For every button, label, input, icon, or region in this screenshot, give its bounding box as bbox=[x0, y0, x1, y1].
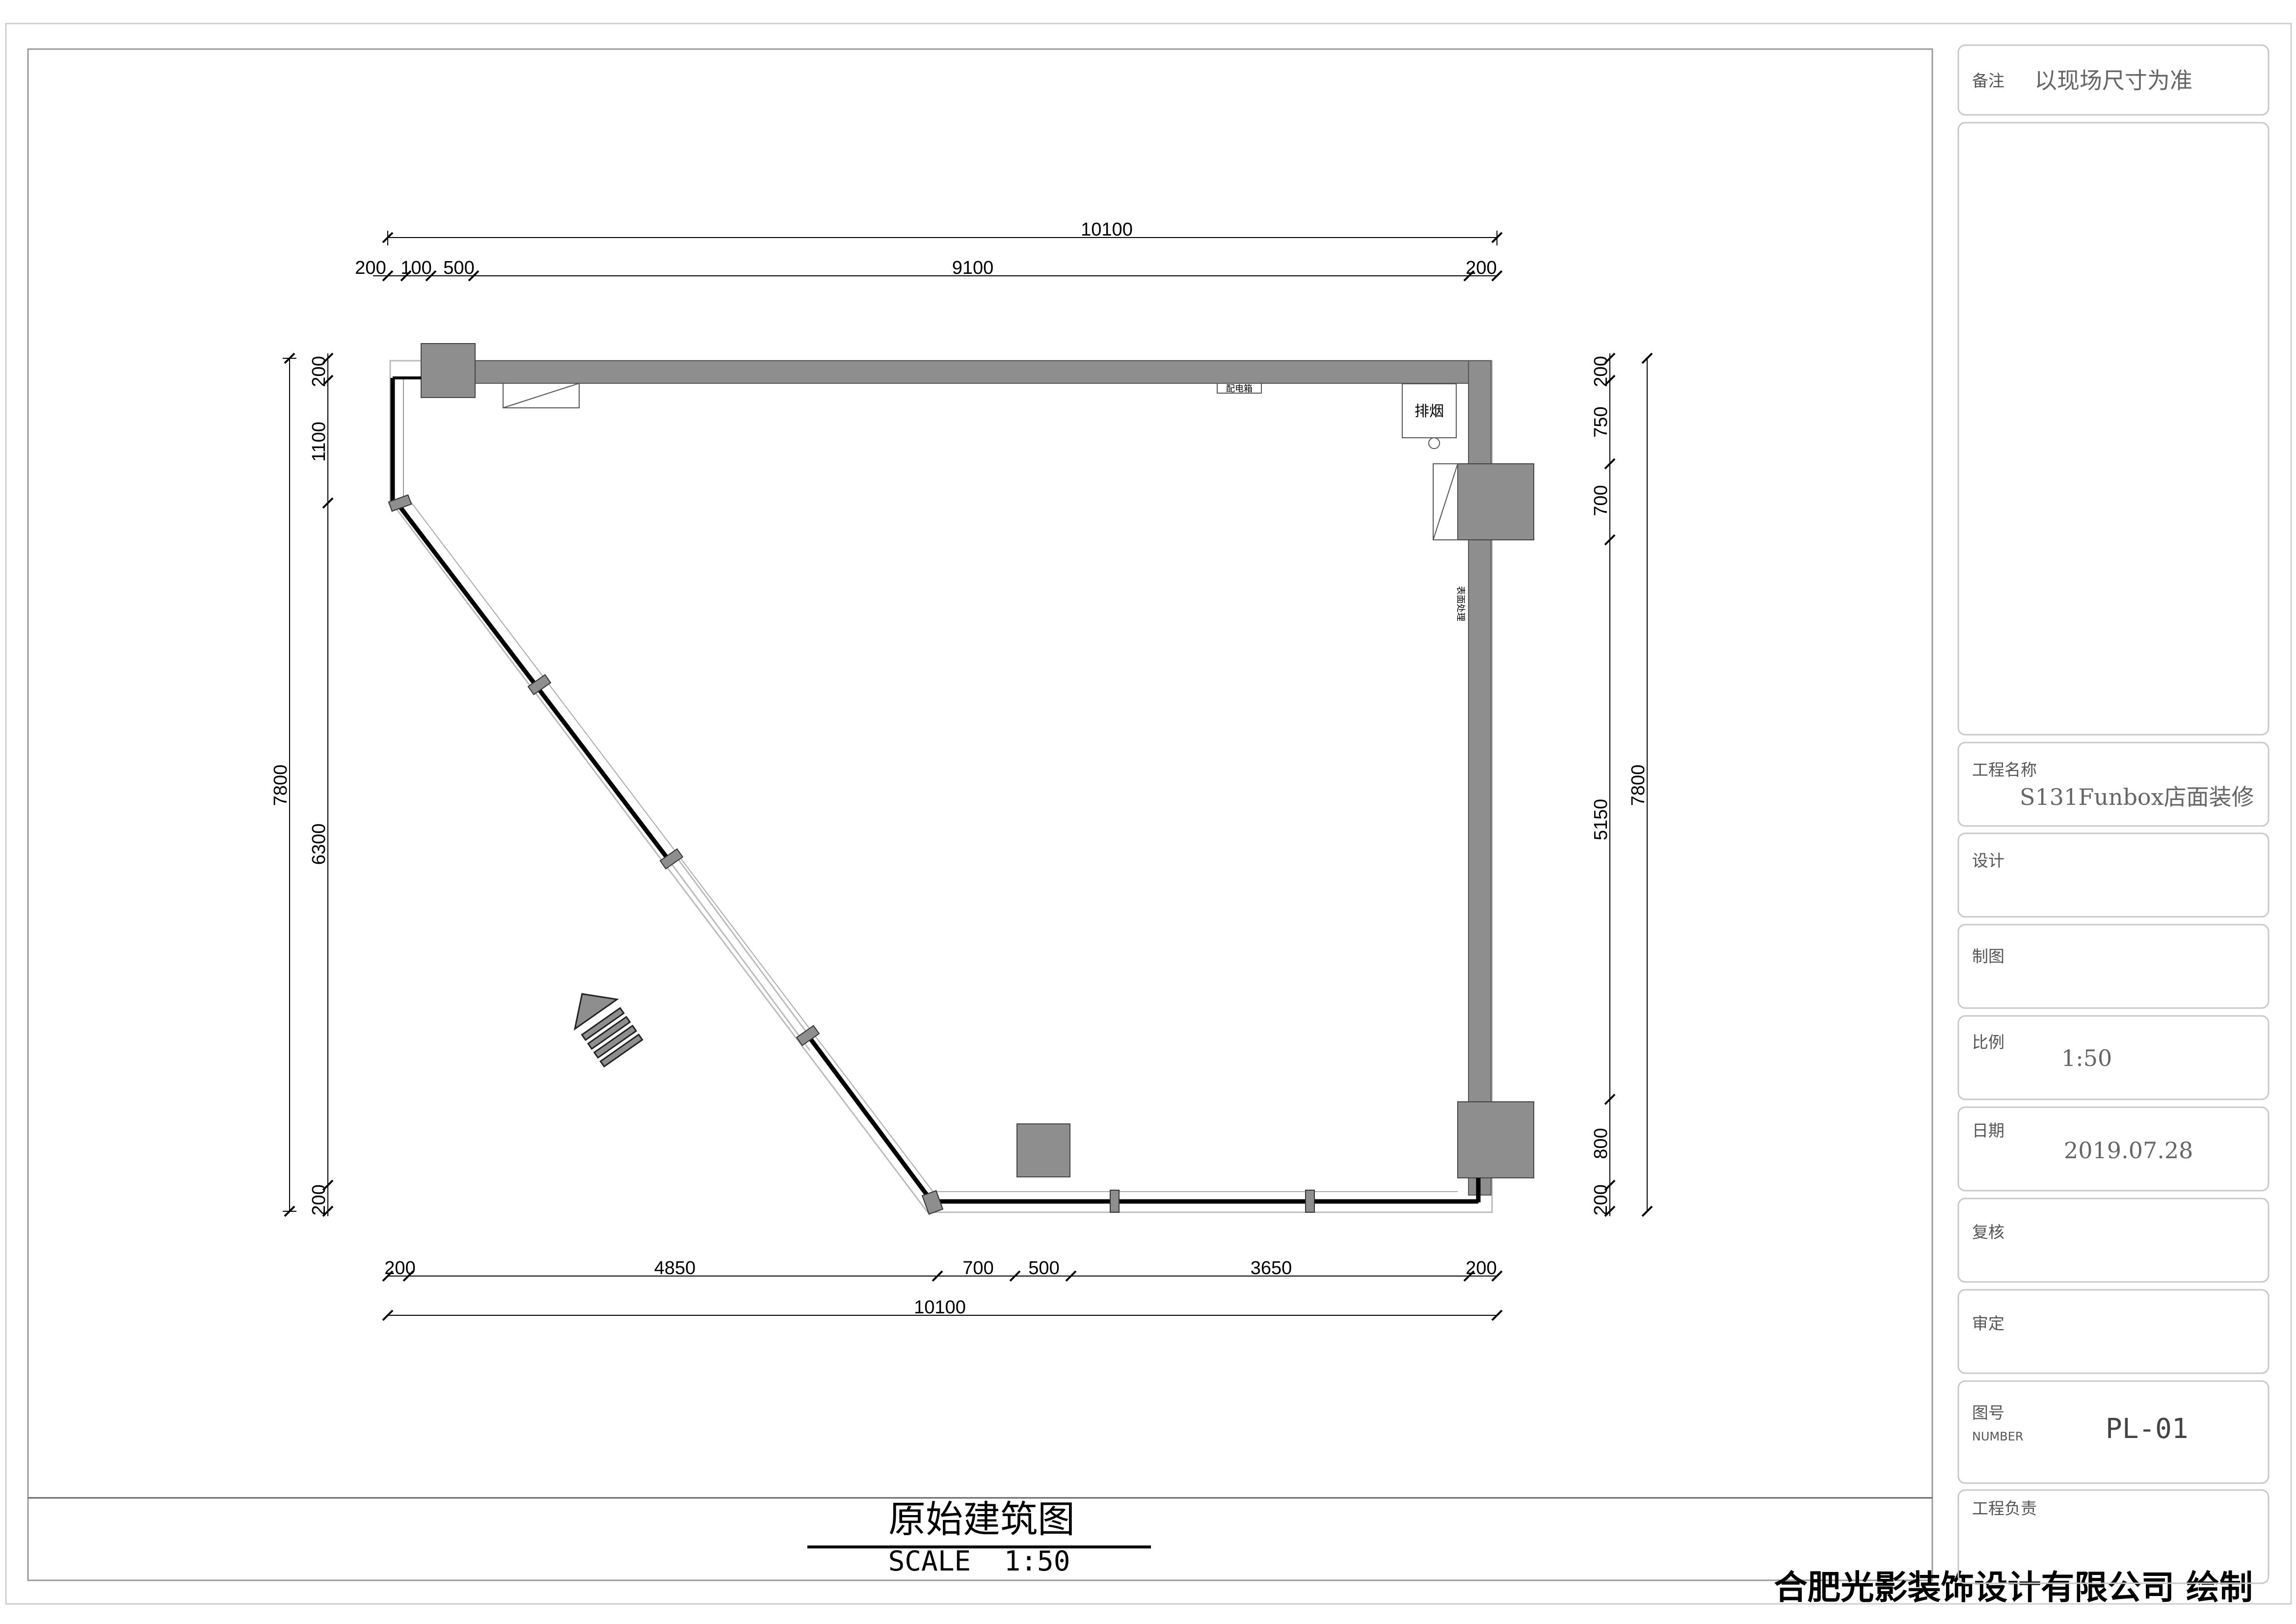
dim-left-total: 7800 bbox=[270, 765, 291, 806]
sheet-outer-border bbox=[5, 23, 2292, 1605]
tb-number-label-en: NUMBER bbox=[1972, 1430, 2024, 1443]
tb-box-review bbox=[1957, 1198, 2269, 1283]
mullions bbox=[388, 494, 1315, 1215]
right-dimensions bbox=[1604, 352, 1653, 1217]
company-credit: 合肥光影装饰设计有限公司 绘制 bbox=[1774, 1568, 2253, 1607]
dim-right-seg-2: 750 bbox=[1591, 406, 1611, 437]
glass-wall-diagonal bbox=[397, 500, 938, 1204]
column-right-upper bbox=[1457, 463, 1534, 540]
tb-date-label: 日期 bbox=[1972, 1121, 2004, 1140]
tb-box-remarks bbox=[1957, 44, 2269, 116]
wall-top bbox=[456, 360, 1492, 384]
dim-bottom-seg-4: 500 bbox=[1028, 1258, 1059, 1278]
exhaust-label: 排烟 bbox=[1415, 403, 1444, 420]
dim-bottom-total: 10100 bbox=[914, 1297, 966, 1318]
dim-top-total: 10100 bbox=[1081, 219, 1133, 240]
drawing-frame bbox=[27, 48, 1933, 1581]
tb-box-design bbox=[1957, 832, 2269, 918]
drawing-scale: SCALE 1:50 bbox=[888, 1545, 1070, 1577]
tb-box-scale bbox=[1957, 1015, 2269, 1100]
dim-bottom-seg-1: 200 bbox=[384, 1258, 415, 1278]
exhaust-unit: 排烟 bbox=[1402, 383, 1457, 449]
distribution-box-label: 配电箱 bbox=[1226, 384, 1253, 394]
dim-top-seg-4: 9100 bbox=[952, 258, 994, 278]
dim-bottom-seg-2: 4850 bbox=[654, 1258, 696, 1278]
door-opening-right bbox=[1433, 463, 1458, 540]
dim-bottom-seg-3: 700 bbox=[962, 1258, 993, 1278]
tb-manager-label: 工程负责 bbox=[1972, 1499, 2037, 1518]
tb-remarks-value: 以现场尺寸为准 bbox=[2034, 67, 2192, 94]
tb-design-label: 设计 bbox=[1972, 851, 2004, 870]
dim-top-seg-2: 100 bbox=[400, 258, 431, 278]
tb-scale-label: 比例 bbox=[1972, 1033, 2004, 1052]
tb-scale-value: 1:50 bbox=[2061, 1045, 2112, 1071]
tb-box-date bbox=[1957, 1106, 2269, 1192]
tb-box-approve bbox=[1957, 1289, 2269, 1374]
bottom-dimensions bbox=[382, 1270, 1503, 1321]
dim-bottom-seg-5: 3650 bbox=[1251, 1258, 1292, 1278]
tb-approve-label: 审定 bbox=[1972, 1314, 2004, 1333]
distribution-box: 配电箱 bbox=[1217, 383, 1262, 394]
column-right-lower bbox=[1457, 1101, 1534, 1178]
tb-review-label: 复核 bbox=[1972, 1223, 2004, 1242]
column-bottom-interior bbox=[1016, 1123, 1070, 1177]
drawing-title: 原始建筑图 bbox=[888, 1497, 1075, 1541]
dim-right-seg-5: 800 bbox=[1591, 1128, 1611, 1159]
tb-project-label: 工程名称 bbox=[1972, 760, 2037, 779]
tb-remarks-label: 备注 bbox=[1972, 71, 2004, 90]
column-top-left bbox=[421, 343, 476, 398]
glass-wall-left bbox=[390, 376, 421, 503]
dim-right-seg-6: 200 bbox=[1591, 1184, 1611, 1215]
tb-drafting-label: 制图 bbox=[1972, 947, 2004, 966]
dim-top-seg-3: 500 bbox=[443, 258, 474, 278]
tb-number-value: PL-01 bbox=[2106, 1413, 2189, 1445]
window-opening-top-left bbox=[503, 383, 580, 408]
tb-box-drafting bbox=[1957, 924, 2269, 1009]
dim-left-seg-3: 6300 bbox=[309, 824, 329, 865]
tb-box-blank bbox=[1957, 122, 2269, 736]
side-note-label: 表面处理 bbox=[1455, 586, 1466, 621]
dim-left-seg-4: 200 bbox=[309, 1184, 329, 1215]
tb-box-manager bbox=[1957, 1489, 2269, 1584]
tb-project-value: S131Funbox店面装修 bbox=[2020, 784, 2254, 810]
plan-outer-outline bbox=[389, 360, 1493, 1213]
dim-top-seg-1: 200 bbox=[355, 258, 386, 278]
entry-arrow-icon bbox=[573, 993, 643, 1068]
dim-top-seg-5: 200 bbox=[1466, 258, 1496, 278]
dim-right-seg-1: 200 bbox=[1591, 356, 1611, 387]
glass-wall-bottom bbox=[935, 1178, 1481, 1204]
dim-right-seg-4: 5150 bbox=[1591, 799, 1611, 841]
tb-number-label: 图号 bbox=[1972, 1403, 2004, 1422]
dim-right-seg-3: 700 bbox=[1591, 485, 1611, 516]
dim-left-seg-2: 1100 bbox=[309, 422, 329, 462]
tb-date-value: 2019.07.28 bbox=[2064, 1137, 2193, 1164]
tb-box-project bbox=[1957, 742, 2269, 827]
tb-box-number bbox=[1957, 1380, 2269, 1484]
top-dimensions bbox=[373, 231, 1503, 282]
left-dimensions bbox=[283, 352, 334, 1217]
dim-right-total: 7800 bbox=[1628, 765, 1649, 806]
dim-bottom-seg-6: 200 bbox=[1466, 1258, 1496, 1278]
title-block bbox=[1957, 44, 2269, 1584]
dim-left-seg-1: 200 bbox=[309, 356, 329, 387]
